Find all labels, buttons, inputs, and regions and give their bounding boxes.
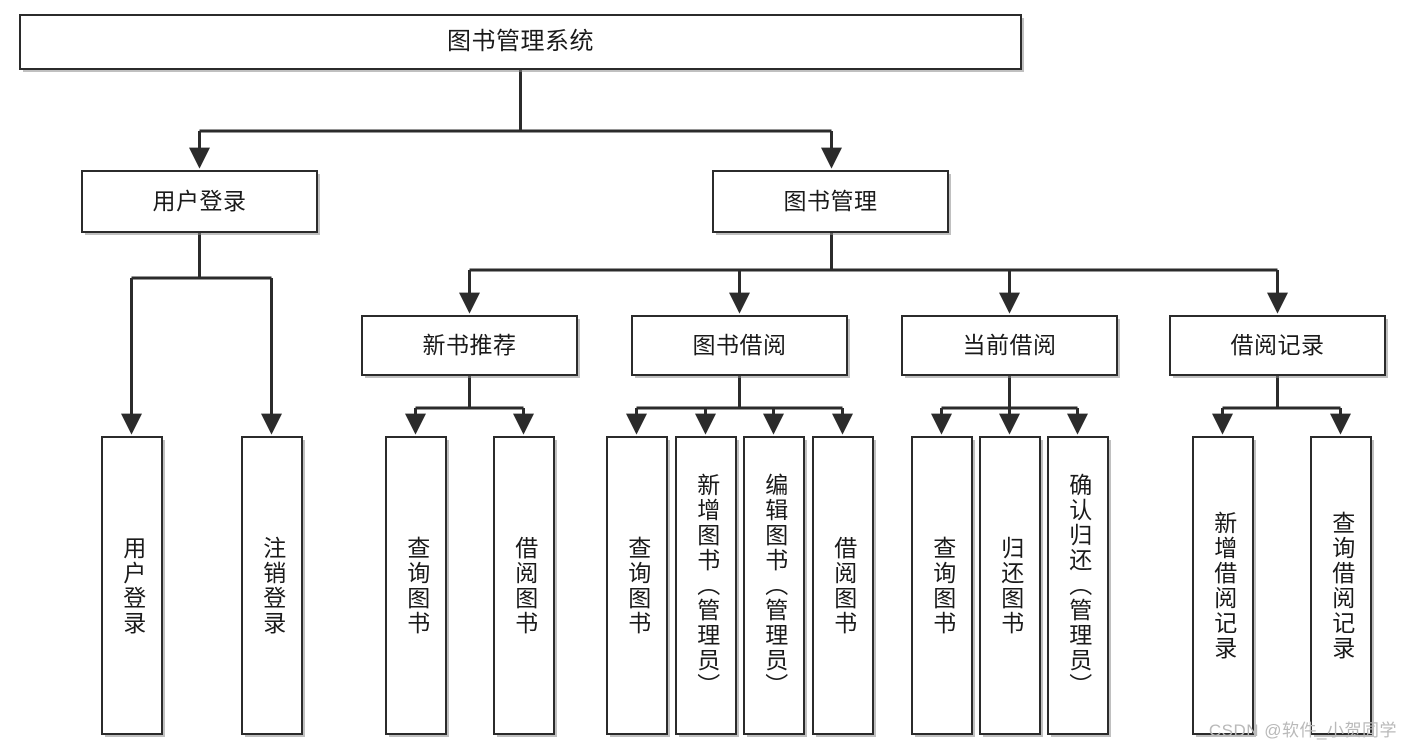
leaf-edit-book[interactable]: 编辑图书（管理员）	[743, 436, 805, 735]
node-new-book-recommend-label: 新书推荐	[422, 331, 517, 358]
leaf-confirm-return-label: 确认归还（管理员）	[1065, 473, 1092, 698]
node-current-borrow-label: 当前借阅	[962, 331, 1057, 358]
node-borrow-record[interactable]: 借阅记录	[1169, 315, 1386, 376]
leaf-add-book[interactable]: 新增图书（管理员）	[675, 436, 737, 735]
node-root-label: 图书管理系统	[447, 27, 594, 55]
leaf-add-record[interactable]: 新增借阅记录	[1192, 436, 1254, 735]
leaf-borrow-book-1[interactable]: 借阅图书	[493, 436, 555, 735]
leaf-query-record[interactable]: 查询借阅记录	[1310, 436, 1372, 735]
leaf-query-book-1[interactable]: 查询图书	[385, 436, 447, 735]
leaf-query-book-3-label: 查询图书	[929, 535, 956, 636]
leaf-borrow-book-2[interactable]: 借阅图书	[812, 436, 874, 735]
node-current-borrow[interactable]: 当前借阅	[901, 315, 1118, 376]
node-user-login[interactable]: 用户登录	[81, 170, 318, 233]
leaf-borrow-book-1-label: 借阅图书	[511, 535, 538, 636]
node-book-borrow[interactable]: 图书借阅	[631, 315, 848, 376]
leaf-return-book[interactable]: 归还图书	[979, 436, 1041, 735]
node-book-manage[interactable]: 图书管理	[712, 170, 949, 233]
leaf-logout-login[interactable]: 注销登录	[241, 436, 303, 735]
node-book-borrow-label: 图书借阅	[692, 331, 787, 358]
leaf-add-record-label: 新增借阅记录	[1210, 510, 1237, 661]
leaf-return-book-label: 归还图书	[997, 535, 1024, 636]
leaf-query-book-2-label: 查询图书	[624, 535, 651, 636]
leaf-add-book-label: 新增图书（管理员）	[693, 473, 720, 698]
node-borrow-record-label: 借阅记录	[1230, 331, 1325, 358]
leaf-user-login-label: 用户登录	[119, 535, 146, 636]
leaf-confirm-return[interactable]: 确认归还（管理员）	[1047, 436, 1109, 735]
leaf-query-book-2[interactable]: 查询图书	[606, 436, 668, 735]
leaf-query-book-3[interactable]: 查询图书	[911, 436, 973, 735]
leaf-borrow-book-2-label: 借阅图书	[830, 535, 857, 636]
leaf-query-record-label: 查询借阅记录	[1328, 510, 1355, 661]
leaf-user-login[interactable]: 用户登录	[101, 436, 163, 735]
node-root[interactable]: 图书管理系统	[19, 14, 1022, 70]
node-new-book-recommend[interactable]: 新书推荐	[361, 315, 578, 376]
watermark-text: CSDN @软件_小贺同学	[1208, 721, 1397, 740]
node-user-login-label: 用户登录	[152, 187, 247, 214]
leaf-query-book-1-label: 查询图书	[403, 535, 430, 636]
leaf-logout-login-label: 注销登录	[259, 535, 286, 636]
node-book-manage-label: 图书管理	[783, 187, 878, 214]
leaf-edit-book-label: 编辑图书（管理员）	[761, 473, 788, 698]
